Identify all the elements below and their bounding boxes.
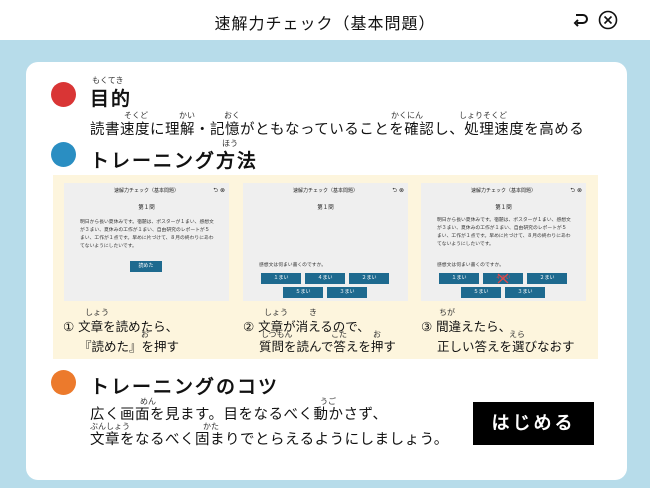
thumb-icons: ⮌ ⊗ <box>213 187 225 194</box>
tips-ruby-ugo: うご <box>320 397 336 406</box>
tips-ruby-kata: かた <box>203 422 219 431</box>
thumb-option-button: ５まい <box>283 287 323 298</box>
page-title: 速解力チェック（基本問題） <box>214 14 436 33</box>
step2-ruby2c: お <box>373 330 381 339</box>
step3-ruby1: ちが <box>439 308 455 317</box>
step2-ruby1: しょう <box>264 308 288 317</box>
header-bar: 速解力チェック（基本問題） <box>0 0 650 40</box>
return-arrow-icon[interactable] <box>570 10 590 30</box>
step2-ruby2b: こた <box>331 330 347 339</box>
purpose-red-dot-icon <box>51 82 76 107</box>
step3-line1: ③ 間違えたら、 <box>421 319 512 334</box>
training-blue-dot-icon <box>51 142 76 167</box>
thumb-question-prompt: 感想文は何まい書くのですか。 <box>437 263 505 268</box>
step2-line2: 質問を読んで答えを押す <box>259 339 396 354</box>
thumb-question-number: 第１問 <box>317 205 334 211</box>
thumb-option-button: １まい <box>261 273 301 284</box>
thumb-question-number: 第１問 <box>138 205 155 211</box>
training-heading: トレーニング方法 <box>90 150 259 172</box>
tips-orange-dot-icon <box>51 370 76 395</box>
thumb-title: 速解力チェック（基本問題） <box>113 188 179 194</box>
tips-line1: 広く画面を見ます。目をなるべく動かさず、 <box>90 407 388 423</box>
ruby-sokudo: そくど <box>124 111 148 120</box>
training-examples: 速解力チェック（基本問題） ⮌ ⊗ 第１問 明日から長い夏休みです。宿題は、ポス… <box>53 175 598 359</box>
thumb-title: 速解力チェック（基本問題） <box>470 188 536 194</box>
step1-line2: 『読めた』を押す <box>79 339 180 354</box>
step2-ruby1b: き <box>309 308 317 317</box>
example-screen-answer: 速解力チェック（基本問題） ⮌ ⊗ 第１問 感想文は何まい書くのですか。 １まい… <box>243 183 408 301</box>
thumb-option-button: ５まい <box>461 287 501 298</box>
training-heading-ruby: ほう <box>222 139 238 148</box>
tips-ruby-bunsho: ぶんしょう <box>90 422 130 431</box>
thumb-title: 速解力チェック（基本問題） <box>292 188 358 194</box>
thumb-read-button: 読めた <box>130 261 162 272</box>
example-screen-retry: 速解力チェック（基本問題） ⮌ ⊗ 第１問 明日から長い夏休みです。宿題は、ポス… <box>421 183 586 301</box>
thumb-question-number: 第１問 <box>495 205 512 211</box>
thumb-question-prompt: 感想文は何まい書くのですか。 <box>259 263 327 268</box>
ruby-oku: おく <box>224 111 240 120</box>
close-circle-icon[interactable] <box>598 10 618 30</box>
purpose-heading-ruby: もくてき <box>92 76 124 85</box>
thumb-option-button: ２まい <box>349 273 389 284</box>
step3-ruby2: えら <box>509 330 525 339</box>
step2-ruby2: しつもん <box>261 330 293 339</box>
thumb-option-button: ４まい <box>305 273 345 284</box>
step2-line1: ② 文章が消えるので、 <box>243 319 370 334</box>
thumb-option-button: １まい <box>439 273 479 284</box>
start-button[interactable]: はじめる <box>473 402 594 445</box>
step1-ruby1: しょう <box>85 308 109 317</box>
step1-line1: ① 文章を読めたら、 <box>63 319 179 334</box>
tips-ruby-men: めん <box>140 397 156 406</box>
thumb-option-button: ２まい <box>527 273 567 284</box>
step3-line2: 正しい答えを選びなおす <box>437 339 575 354</box>
thumb-passage: 明日から長い夏休みです。宿題は、ポスターが１まい、感想文が３まい、夏休みの工作が… <box>437 218 571 247</box>
wrong-mark-icon <box>497 273 509 284</box>
ruby-shorisokudo: しょりそくど <box>459 111 507 120</box>
ruby-kai: かい <box>179 111 195 120</box>
tips-line2: 文章をなるべく固まりでとらえるようにしましょう。 <box>90 432 449 448</box>
example-screen-read: 速解力チェック（基本問題） ⮌ ⊗ 第１問 明日から長い夏休みです。宿題は、ポス… <box>64 183 229 301</box>
thumb-icons: ⮌ ⊗ <box>392 187 404 194</box>
thumb-icons: ⮌ ⊗ <box>570 187 582 194</box>
step1-ruby2: お <box>141 330 149 339</box>
ruby-kakunin: かくにん <box>391 111 423 120</box>
thumb-option-button: ３まい <box>505 287 545 298</box>
thumb-passage: 明日から長い夏休みです。宿題は、ポスターが１まい、感想文が３まい、夏休みの工作が… <box>80 220 214 249</box>
tips-heading: トレーニングのコツ <box>90 376 280 398</box>
thumb-option-button: ３まい <box>327 287 367 298</box>
purpose-heading: 目的 <box>90 88 133 110</box>
purpose-text: 読書速度に理解・記憶がともなっていることを確認し、処理速度を高める <box>90 122 585 138</box>
